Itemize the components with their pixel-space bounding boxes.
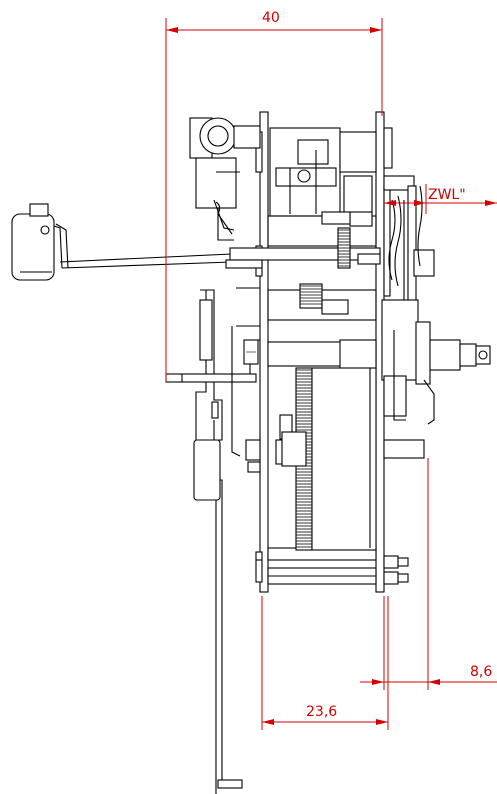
bottom-bolts	[256, 555, 409, 585]
dimension-offset: 8,6	[360, 458, 497, 690]
inner-frame	[267, 215, 377, 585]
right-hub-assembly	[381, 175, 491, 459]
dimension-zwl-label: ZWL"	[428, 187, 466, 203]
actuator-arm	[47, 223, 233, 269]
mechanism-outline	[11, 111, 491, 794]
dimension-offset-value: 8,6	[470, 664, 492, 680]
dimension-plate-spacing-value: 23,6	[306, 704, 337, 720]
long-lever-bracket	[193, 289, 243, 794]
upper-gears	[275, 211, 373, 467]
dimension-overall-width-value: 40	[262, 10, 280, 26]
front-plate	[243, 111, 269, 593]
actuator-grip	[11, 203, 55, 281]
front-fittings	[231, 287, 261, 473]
dimension-zwl: ZWL"	[384, 184, 497, 214]
main-shaft	[225, 247, 381, 269]
dimension-plate-spacing: 23,6	[261, 596, 389, 730]
dimensions: 40 ZWL" 8,6 23,6	[165, 10, 497, 730]
solenoid-cylinder	[189, 117, 261, 241]
gear-rack	[295, 367, 377, 551]
contact-fingers	[388, 185, 423, 287]
dimension-overall-width: 40	[165, 10, 383, 382]
switch-assembly	[269, 127, 377, 217]
